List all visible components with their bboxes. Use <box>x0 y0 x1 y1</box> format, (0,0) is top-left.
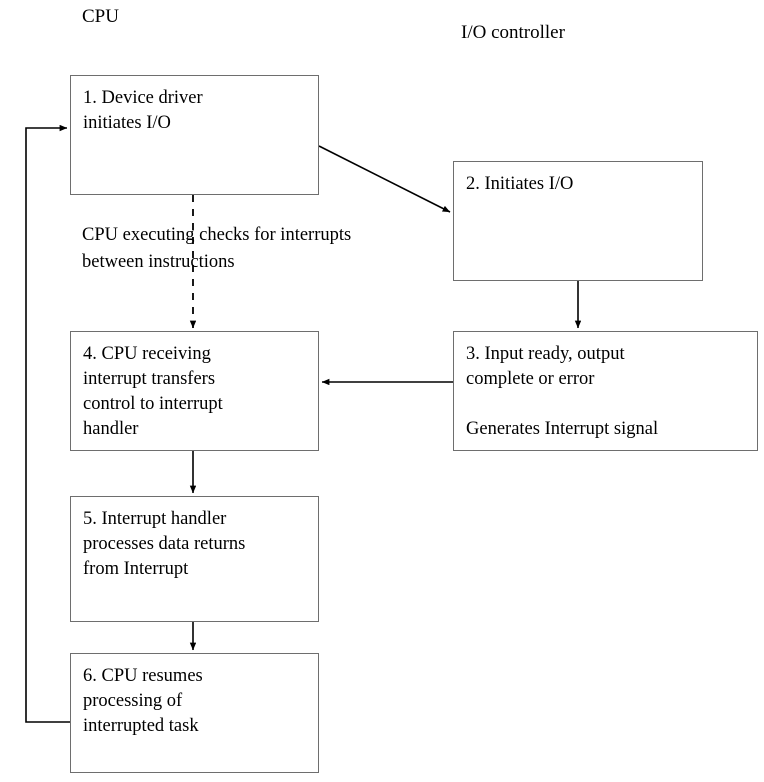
lane-label-io-controller: I/O controller <box>461 22 565 43</box>
node-5-line-1: 5. Interrupt handler <box>83 509 227 529</box>
process-box-3-input-ready-output-complete-or-error[interactable]: 3. Input ready, output complete or error… <box>453 331 758 451</box>
node-1-line-1: 1. Device driver <box>83 88 203 108</box>
node-3-spacer <box>466 392 747 417</box>
node-6-line-1: 6. CPU resumes <box>83 666 203 686</box>
annotation-line-2: between instructions <box>82 252 235 272</box>
node-3-line-2: complete or error <box>466 369 595 389</box>
process-box-6-cpu-resumes-processing[interactable]: 6. CPU resumes processing of interrupted… <box>70 653 319 773</box>
process-box-1-device-driver-initiates-io[interactable]: 1. Device driver initiates I/O <box>70 75 319 195</box>
node-5-line-2: processes data returns <box>83 534 246 554</box>
process-box-5-interrupt-handler-processes-data[interactable]: 5. Interrupt handler processes data retu… <box>70 496 319 622</box>
node-5-line-3: from Interrupt <box>83 559 189 579</box>
process-box-2-initiates-io[interactable]: 2. Initiates I/O <box>453 161 703 281</box>
node-4-line-4: handler <box>83 419 139 439</box>
connector-node6-to-node1-loop <box>25 124 70 723</box>
node-4-line-1: 4. CPU receiving <box>83 344 211 364</box>
lane-label-cpu: CPU <box>82 6 119 27</box>
annotation-line-1: CPU executing checks for interrupts <box>82 225 352 245</box>
node-3-line-1: 3. Input ready, output <box>466 344 625 364</box>
node-4-line-3: control to interrupt <box>83 394 223 414</box>
node-1-line-2: initiates I/O <box>83 113 171 133</box>
process-box-4-cpu-receiving-interrupt[interactable]: 4. CPU receiving interrupt transfers con… <box>70 331 319 451</box>
node-2-line-1: 2. Initiates I/O <box>466 174 574 194</box>
annotation-cpu-executing-checks: CPU executing checks for interrupts betw… <box>82 222 442 276</box>
node-3-line-4: Generates Interrupt signal <box>466 419 659 439</box>
node-6-line-3: interrupted task <box>83 716 199 736</box>
node-6-line-2: processing of <box>83 691 183 711</box>
node-4-line-2: interrupt transfers <box>83 369 216 389</box>
connector-node1-to-node2 <box>318 145 451 213</box>
